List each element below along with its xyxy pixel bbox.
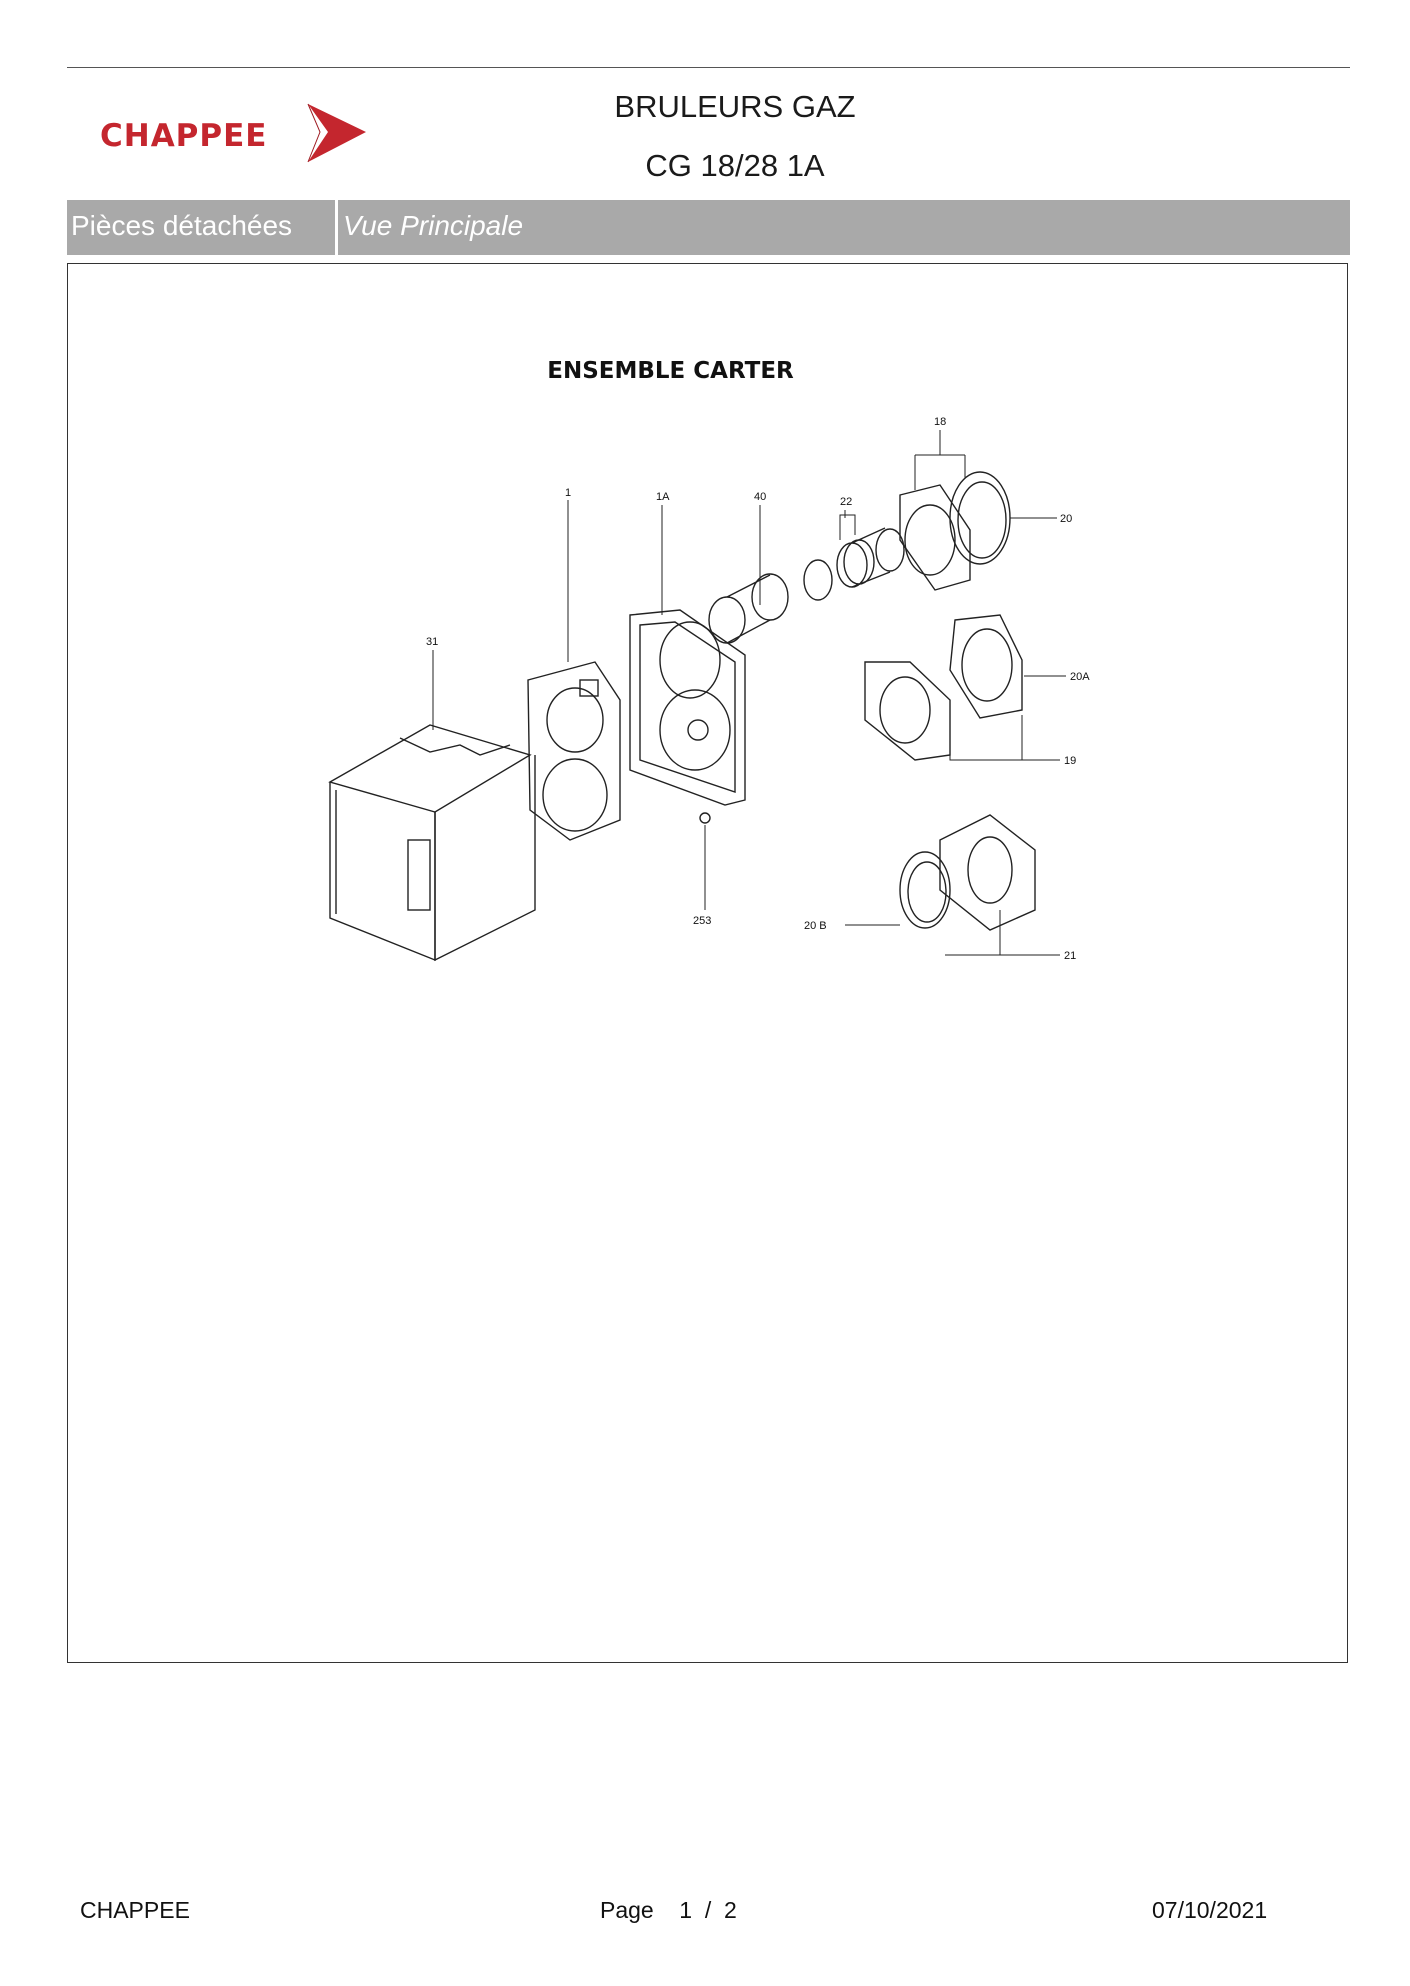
callout-19: 19 bbox=[1064, 755, 1076, 767]
callout-20b: 20 B bbox=[804, 920, 827, 932]
footer-pagination: Page 1 / 2 bbox=[600, 1897, 737, 1924]
callout-18: 18 bbox=[934, 416, 946, 428]
cover-box-part bbox=[328, 724, 536, 962]
gasket-20a-part bbox=[949, 614, 1023, 719]
gasket-20-part bbox=[949, 471, 1011, 565]
o-ring-part bbox=[803, 559, 833, 601]
callout-20: 20 bbox=[1060, 513, 1072, 525]
plate-19-part bbox=[864, 661, 951, 761]
callout-21: 21 bbox=[1064, 950, 1076, 962]
flange-21-part bbox=[939, 814, 1036, 931]
arrow-chevron-icon bbox=[307, 103, 366, 163]
callout-labels: 18 1 1A 40 22 20 31 20A 19 253 20 B 21 bbox=[426, 416, 1090, 962]
document-title: BRULEURS GAZ bbox=[614, 89, 856, 124]
section-label: Pièces détachées bbox=[71, 210, 293, 241]
page-total: 2 bbox=[724, 1897, 737, 1923]
callout-1: 1 bbox=[565, 487, 571, 499]
nozzle-part bbox=[836, 527, 905, 588]
logo-text: CHAPPEE bbox=[100, 118, 268, 154]
page-current: 1 bbox=[679, 1897, 693, 1923]
callout-253: 253 bbox=[693, 915, 711, 927]
diagram-title: ENSEMBLE CARTER bbox=[547, 358, 794, 384]
callout-20a: 20A bbox=[1070, 671, 1090, 683]
callout-22: 22 bbox=[840, 496, 852, 508]
leader-lines bbox=[432, 430, 1066, 956]
callout-31: 31 bbox=[426, 636, 438, 648]
section-divider bbox=[335, 200, 338, 255]
top-rule bbox=[67, 67, 1350, 68]
callout-1a: 1A bbox=[656, 491, 670, 503]
diagram-frame bbox=[67, 263, 1348, 1663]
document-subtitle: CG 18/28 1A bbox=[645, 148, 825, 183]
flange-part bbox=[899, 484, 971, 591]
gasket-20b-part bbox=[899, 851, 951, 929]
tube-part bbox=[708, 573, 789, 644]
chappee-logo: CHAPPEE bbox=[100, 100, 370, 170]
footer-company: CHAPPEE bbox=[80, 1897, 190, 1923]
exploded-view-diagram: 18 1 1A 40 22 20 31 20A 19 253 20 B 21 bbox=[328, 416, 1090, 962]
page-label: Page bbox=[600, 1897, 654, 1923]
footer-date: 07/10/2021 bbox=[1152, 1897, 1268, 1923]
section-bar: Pièces détachées Vue Principale bbox=[67, 200, 1350, 255]
mounting-frame-part bbox=[527, 661, 621, 841]
page-separator: / bbox=[704, 1897, 712, 1923]
callout-40: 40 bbox=[754, 491, 766, 503]
back-plate-part bbox=[629, 609, 746, 806]
screw-part bbox=[699, 812, 711, 824]
view-label: Vue Principale bbox=[343, 210, 524, 241]
